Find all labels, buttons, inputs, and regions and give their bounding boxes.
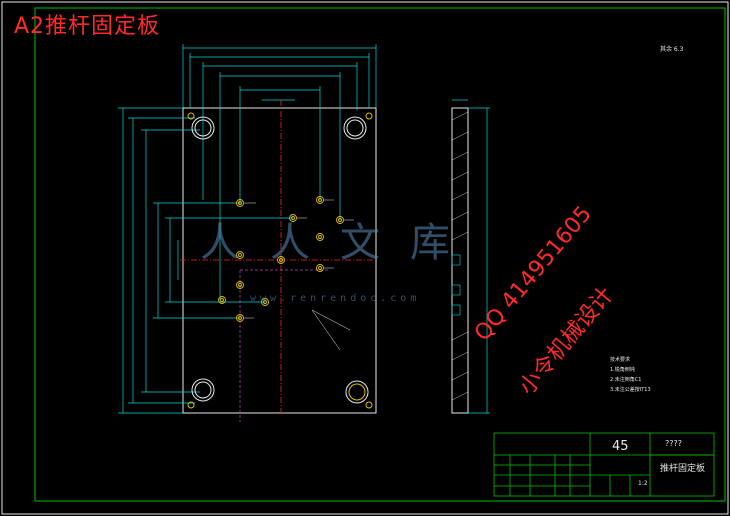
corner-holes — [187, 112, 373, 409]
notes-item-1: 1.锐角倒钝 — [610, 367, 635, 373]
watermark-main: 人人文库 — [200, 220, 480, 266]
notes-item-3: 3.未注公差按IT13 — [610, 387, 651, 393]
title-block-part-name: 推杆固定板 — [660, 464, 706, 474]
title-block-material: 45 — [612, 439, 629, 454]
inner-frame — [34, 7, 726, 502]
top-dimensions — [182, 44, 377, 300]
plate-outline — [182, 107, 377, 414]
surface-finish-note: 其余 6.3 — [660, 46, 684, 53]
title-block-scale: 1:2 — [638, 480, 648, 487]
notes-heading: 技术要求 — [610, 357, 631, 363]
title-block — [493, 432, 715, 497]
ejector-holes — [218, 196, 344, 322]
watermark-sub: www.renrendoc.com — [250, 293, 421, 304]
side-view — [451, 99, 490, 414]
hidden-lines — [239, 269, 330, 422]
technical-notes: 技术要求 1.锐角倒钝 2.未注倒角C1 3.未注公差按IT13 — [610, 355, 651, 395]
left-dimensions — [118, 107, 293, 414]
side-hatch — [451, 111, 469, 401]
center-lines — [180, 100, 378, 415]
hole-leaders — [244, 199, 354, 351]
title-block-drawing-number: ???? — [665, 439, 682, 448]
drawing-title: A2推杆固定板 — [14, 14, 161, 39]
notes-item-2: 2.未注倒角C1 — [610, 377, 642, 383]
